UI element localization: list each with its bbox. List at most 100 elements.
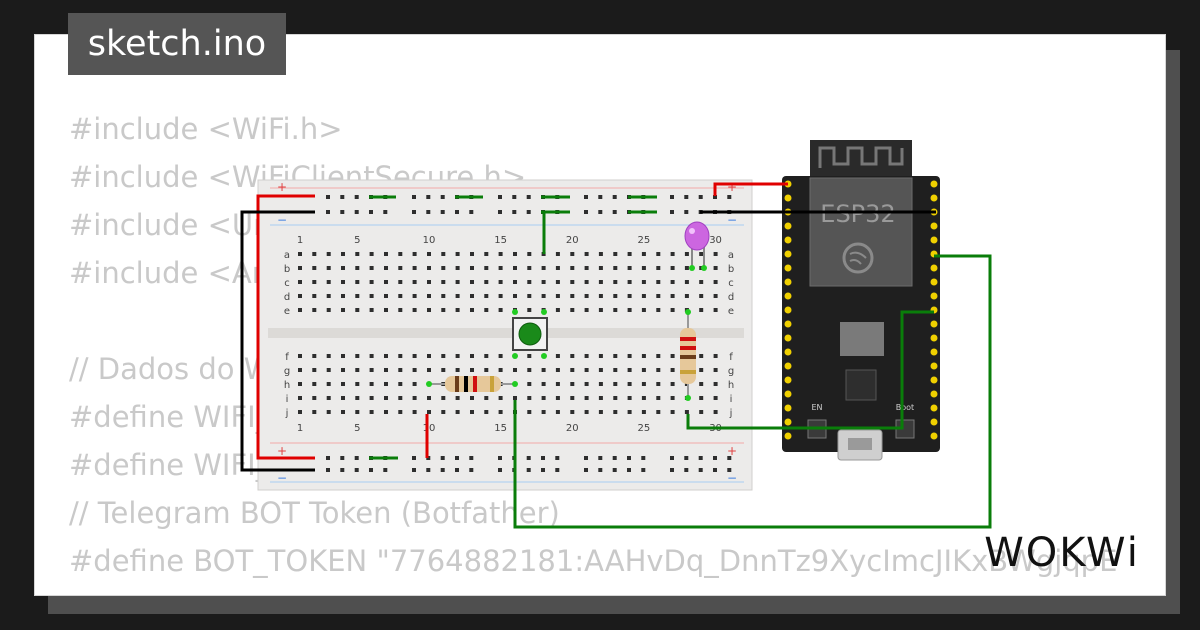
led-body[interactable] — [684, 221, 710, 251]
rail-minus-top-right: − — [727, 213, 737, 227]
row-label-left-h: h — [284, 380, 290, 391]
row-label-left-i: i — [286, 394, 289, 405]
row-label-left-d: d — [284, 292, 290, 303]
wire-green-button — [513, 254, 992, 529]
row-label-left-c: c — [284, 278, 290, 289]
left-pin[interactable] — [784, 418, 792, 426]
column-number-bottom-5: 5 — [354, 423, 360, 434]
right-pin[interactable] — [930, 390, 938, 398]
resistor-horizontal[interactable] — [426, 376, 518, 392]
wires — [240, 182, 992, 529]
right-pin[interactable] — [930, 292, 938, 300]
left-pin[interactable] — [784, 278, 792, 286]
left-pin[interactable] — [784, 292, 792, 300]
left-pin[interactable] — [784, 362, 792, 370]
left-pin[interactable] — [784, 250, 792, 258]
column-number-top-5: 5 — [354, 235, 360, 246]
right-pin[interactable] — [930, 404, 938, 412]
left-pin[interactable] — [784, 194, 792, 202]
code-line-10: #define BOT_TOKEN "7764882181:AAHvDq_Dnn… — [69, 544, 1118, 578]
rail-plus-top-right: + — [727, 180, 737, 194]
wire-red-3v3 — [713, 182, 788, 196]
left-pin[interactable] — [784, 236, 792, 244]
wokwi-logo: WOKWi — [984, 530, 1140, 576]
column-number-bottom-20: 20 — [566, 423, 579, 434]
left-pin[interactable] — [784, 390, 792, 398]
left-pin[interactable] — [784, 432, 792, 440]
wire-black-rail-left — [240, 210, 315, 472]
column-number-top-25: 25 — [638, 235, 651, 246]
row-label-left-f: f — [285, 352, 289, 363]
row-label-left-g: g — [284, 366, 290, 377]
column-number-bottom-1: 1 — [297, 423, 303, 434]
right-pin[interactable] — [930, 376, 938, 384]
left-pin[interactable] — [784, 320, 792, 328]
left-pin[interactable] — [784, 222, 792, 230]
column-number-top-20: 20 — [566, 235, 579, 246]
right-pin[interactable] — [930, 222, 938, 230]
left-pin[interactable] — [784, 376, 792, 384]
rail-plus-bottom-right: + — [727, 444, 737, 458]
column-number-top-15: 15 — [494, 235, 507, 246]
push-button[interactable] — [512, 309, 548, 359]
row-label-right-i: i — [730, 394, 733, 405]
column-number-bottom-10: 10 — [423, 423, 436, 434]
led[interactable] — [684, 221, 710, 271]
wire-red-rail-left — [256, 194, 315, 460]
row-label-right-h: h — [728, 380, 734, 391]
right-pin[interactable] — [930, 264, 938, 272]
right-pin[interactable] — [930, 348, 938, 356]
row-label-left-j: j — [285, 408, 289, 419]
column-number-bottom-25: 25 — [638, 423, 651, 434]
right-pin[interactable] — [930, 362, 938, 370]
column-number-top-30: 30 — [709, 235, 722, 246]
center-channel — [268, 328, 744, 338]
code-line-1: #include <WiFi.h> — [69, 112, 343, 146]
left-pin[interactable] — [784, 334, 792, 342]
column-number-top-1: 1 — [297, 235, 303, 246]
esp32-module — [809, 177, 913, 287]
antenna-trace — [818, 146, 904, 168]
row-label-right-b: b — [728, 264, 734, 275]
left-pin[interactable] — [784, 264, 792, 272]
right-pin[interactable] — [930, 236, 938, 244]
right-pin[interactable] — [930, 180, 938, 188]
column-number-top-10: 10 — [423, 235, 436, 246]
right-pin[interactable] — [930, 334, 938, 342]
right-pin[interactable] — [930, 320, 938, 328]
column-number-bottom-15: 15 — [494, 423, 507, 434]
code-line-9: // Telegram BOT Token (Botfather) — [69, 496, 560, 530]
espressif-logo-icon — [842, 242, 874, 274]
left-pin[interactable] — [784, 348, 792, 356]
right-pin[interactable] — [930, 432, 938, 440]
right-pin[interactable] — [930, 418, 938, 426]
right-pin[interactable] — [930, 194, 938, 202]
wire-green-resistor — [686, 310, 934, 430]
row-label-right-d: d — [728, 292, 734, 303]
row-label-right-f: f — [729, 352, 733, 363]
rail-minus-top-left: − — [277, 213, 287, 227]
row-label-left-b: b — [284, 264, 290, 275]
row-label-right-e: e — [728, 306, 734, 317]
row-label-left-a: a — [284, 250, 290, 261]
boot-button-label: Boot — [896, 403, 914, 412]
push-button-cap[interactable] — [518, 322, 542, 346]
voltage-regulator — [840, 322, 884, 356]
file-title-tab[interactable]: sketch.ino — [68, 13, 286, 75]
rail-plus-bottom-left: + — [277, 444, 287, 458]
right-pin[interactable] — [930, 278, 938, 286]
left-pin[interactable] — [784, 306, 792, 314]
row-label-right-c: c — [728, 278, 734, 289]
rail-minus-bottom-right: − — [727, 471, 737, 485]
rail-plus-top-left: + — [277, 180, 287, 194]
usb-chip — [845, 369, 877, 401]
esp32-chip-label: ESP32 — [820, 200, 895, 228]
esp32-board[interactable]: ESP32 EN Boot — [782, 140, 940, 461]
en-button-label: EN — [811, 403, 822, 412]
row-label-right-j: j — [729, 408, 733, 419]
row-label-right-g: g — [728, 366, 734, 377]
left-pin[interactable] — [784, 404, 792, 412]
row-label-right-a: a — [728, 250, 734, 261]
resistor-vertical[interactable] — [680, 309, 696, 401]
